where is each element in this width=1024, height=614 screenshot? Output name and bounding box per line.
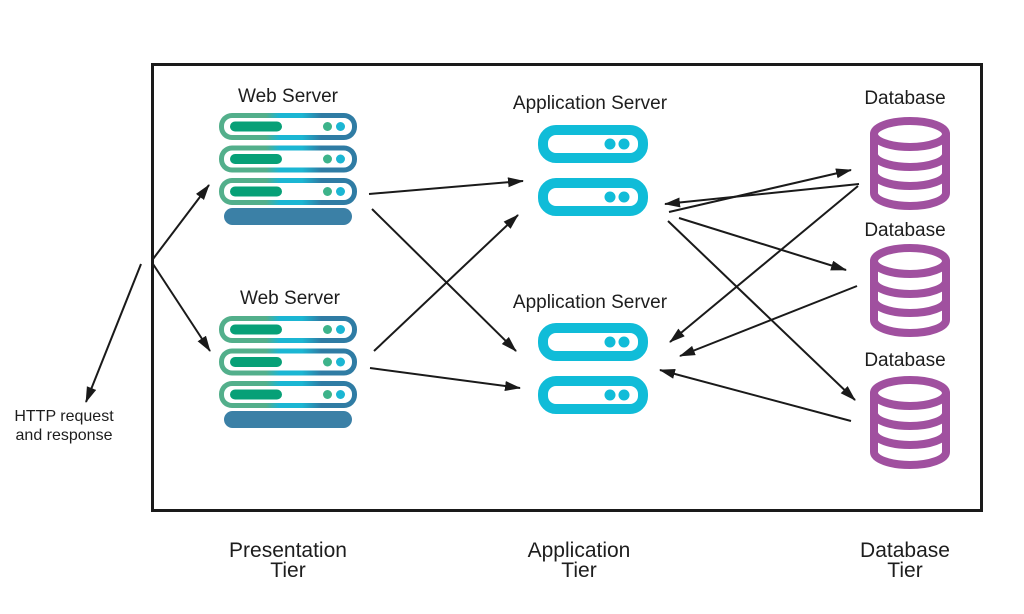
arrow-database-1-to-app-server-1 (664, 183, 860, 208)
tier-presentation-line-1: Presentation (229, 539, 347, 562)
arrow-web-server-1-to-app-server-2 (371, 208, 517, 352)
tier-presentation-line-2: Tier (270, 559, 305, 582)
web-server-2-icon (219, 316, 357, 428)
database-2-label: Database (864, 220, 945, 241)
arrow-web-server-1-to-app-server-1 (368, 177, 524, 195)
database-3-icon (874, 380, 946, 465)
database-1-label: Database (864, 88, 945, 109)
web-server-1-label: Web Server (238, 86, 339, 107)
http-note-line-2: and response (16, 427, 113, 444)
tier-caption-application: Application Tier (528, 539, 631, 582)
arrow-app-server-1-to-database-2 (678, 217, 847, 271)
arrow-client-to-web-server-2 (152, 263, 211, 352)
tier-database-line-1: Database (860, 539, 950, 562)
tier-caption-database: Database Tier (860, 539, 950, 582)
app-server-1-icon (543, 130, 643, 211)
tier-application-line-1: Application (528, 539, 631, 562)
web-server-2-label: Web Server (240, 288, 341, 309)
arrow-database-1-to-app-server-2 (669, 185, 859, 343)
web-server-1-icon (219, 113, 357, 225)
diagram-arrows (85, 168, 860, 422)
database-3-label: Database (864, 350, 945, 371)
tier-application-line-2: Tier (561, 559, 596, 582)
tier-database-line-2: Tier (887, 559, 922, 582)
arrow-database-3-to-app-server-2 (659, 369, 852, 422)
http-note: HTTP request and response (14, 408, 114, 444)
arrow-client-to-http-note (85, 263, 142, 403)
database-2-icon (874, 248, 946, 333)
app-server-1-label: Application Server (513, 93, 668, 114)
database-1-icon (874, 121, 946, 206)
arrow-web-server-2-to-app-server-1 (373, 214, 519, 352)
arrow-client-to-web-server-1 (152, 184, 210, 260)
arrow-web-server-2-to-app-server-2 (369, 367, 521, 391)
arrow-app-server-1-to-database-3 (667, 220, 856, 401)
system-boundary-box (151, 63, 983, 512)
http-note-line-1: HTTP request (14, 408, 114, 425)
app-server-2-label: Application Server (513, 292, 668, 313)
app-server-2-icon (543, 328, 643, 409)
arrow-database-2-to-app-server-2 (679, 285, 858, 357)
arrow-app-server-1-to-database-1 (668, 168, 852, 213)
tier-caption-presentation: Presentation Tier (229, 539, 347, 582)
